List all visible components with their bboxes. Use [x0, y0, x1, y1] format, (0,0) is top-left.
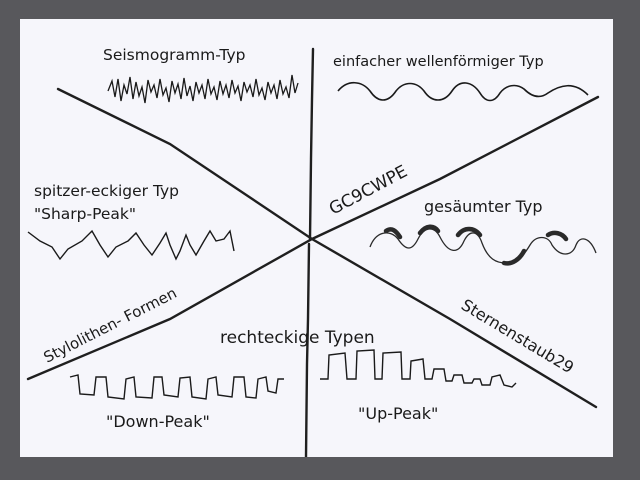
divider-vertical-bottom — [304, 242, 311, 457]
label-author: Sternenstaub29 — [458, 295, 577, 377]
label-stylolithen: Stylolithen- Formen — [41, 284, 180, 367]
label-sharp-line1: spitzer-eckiger Typ — [34, 182, 179, 200]
divider-falling — [56, 87, 598, 409]
label-down-peak: "Down-Peak" — [106, 412, 210, 431]
label-seismogram: Seismogramm-Typ — [103, 46, 245, 64]
sharp-peak-sketch — [27, 229, 235, 261]
drawing-sheet: Seismogramm-Typ einfacher wellenförmiger… — [20, 19, 613, 457]
seamed-sketch — [369, 228, 597, 264]
label-seamed: gesäumter Typ — [424, 197, 543, 216]
down-peak-sketch — [69, 374, 284, 400]
label-sharp-line2: "Sharp-Peak" — [34, 205, 136, 223]
diagram-canvas: Seismogramm-Typ einfacher wellenförmiger… — [26, 46, 600, 457]
label-code: GC9CWPE — [326, 162, 411, 220]
label-up-peak: "Up-Peak" — [358, 404, 438, 423]
label-rect: rechteckige Typen — [220, 328, 375, 348]
divider-vertical-top — [308, 47, 315, 241]
up-peak-sketch — [320, 349, 517, 388]
wavy-sketch — [337, 81, 589, 102]
label-wavy: einfacher wellenförmiger Typ — [333, 54, 544, 70]
seamed-border — [383, 224, 569, 266]
seismogram-sketch — [107, 74, 299, 104]
